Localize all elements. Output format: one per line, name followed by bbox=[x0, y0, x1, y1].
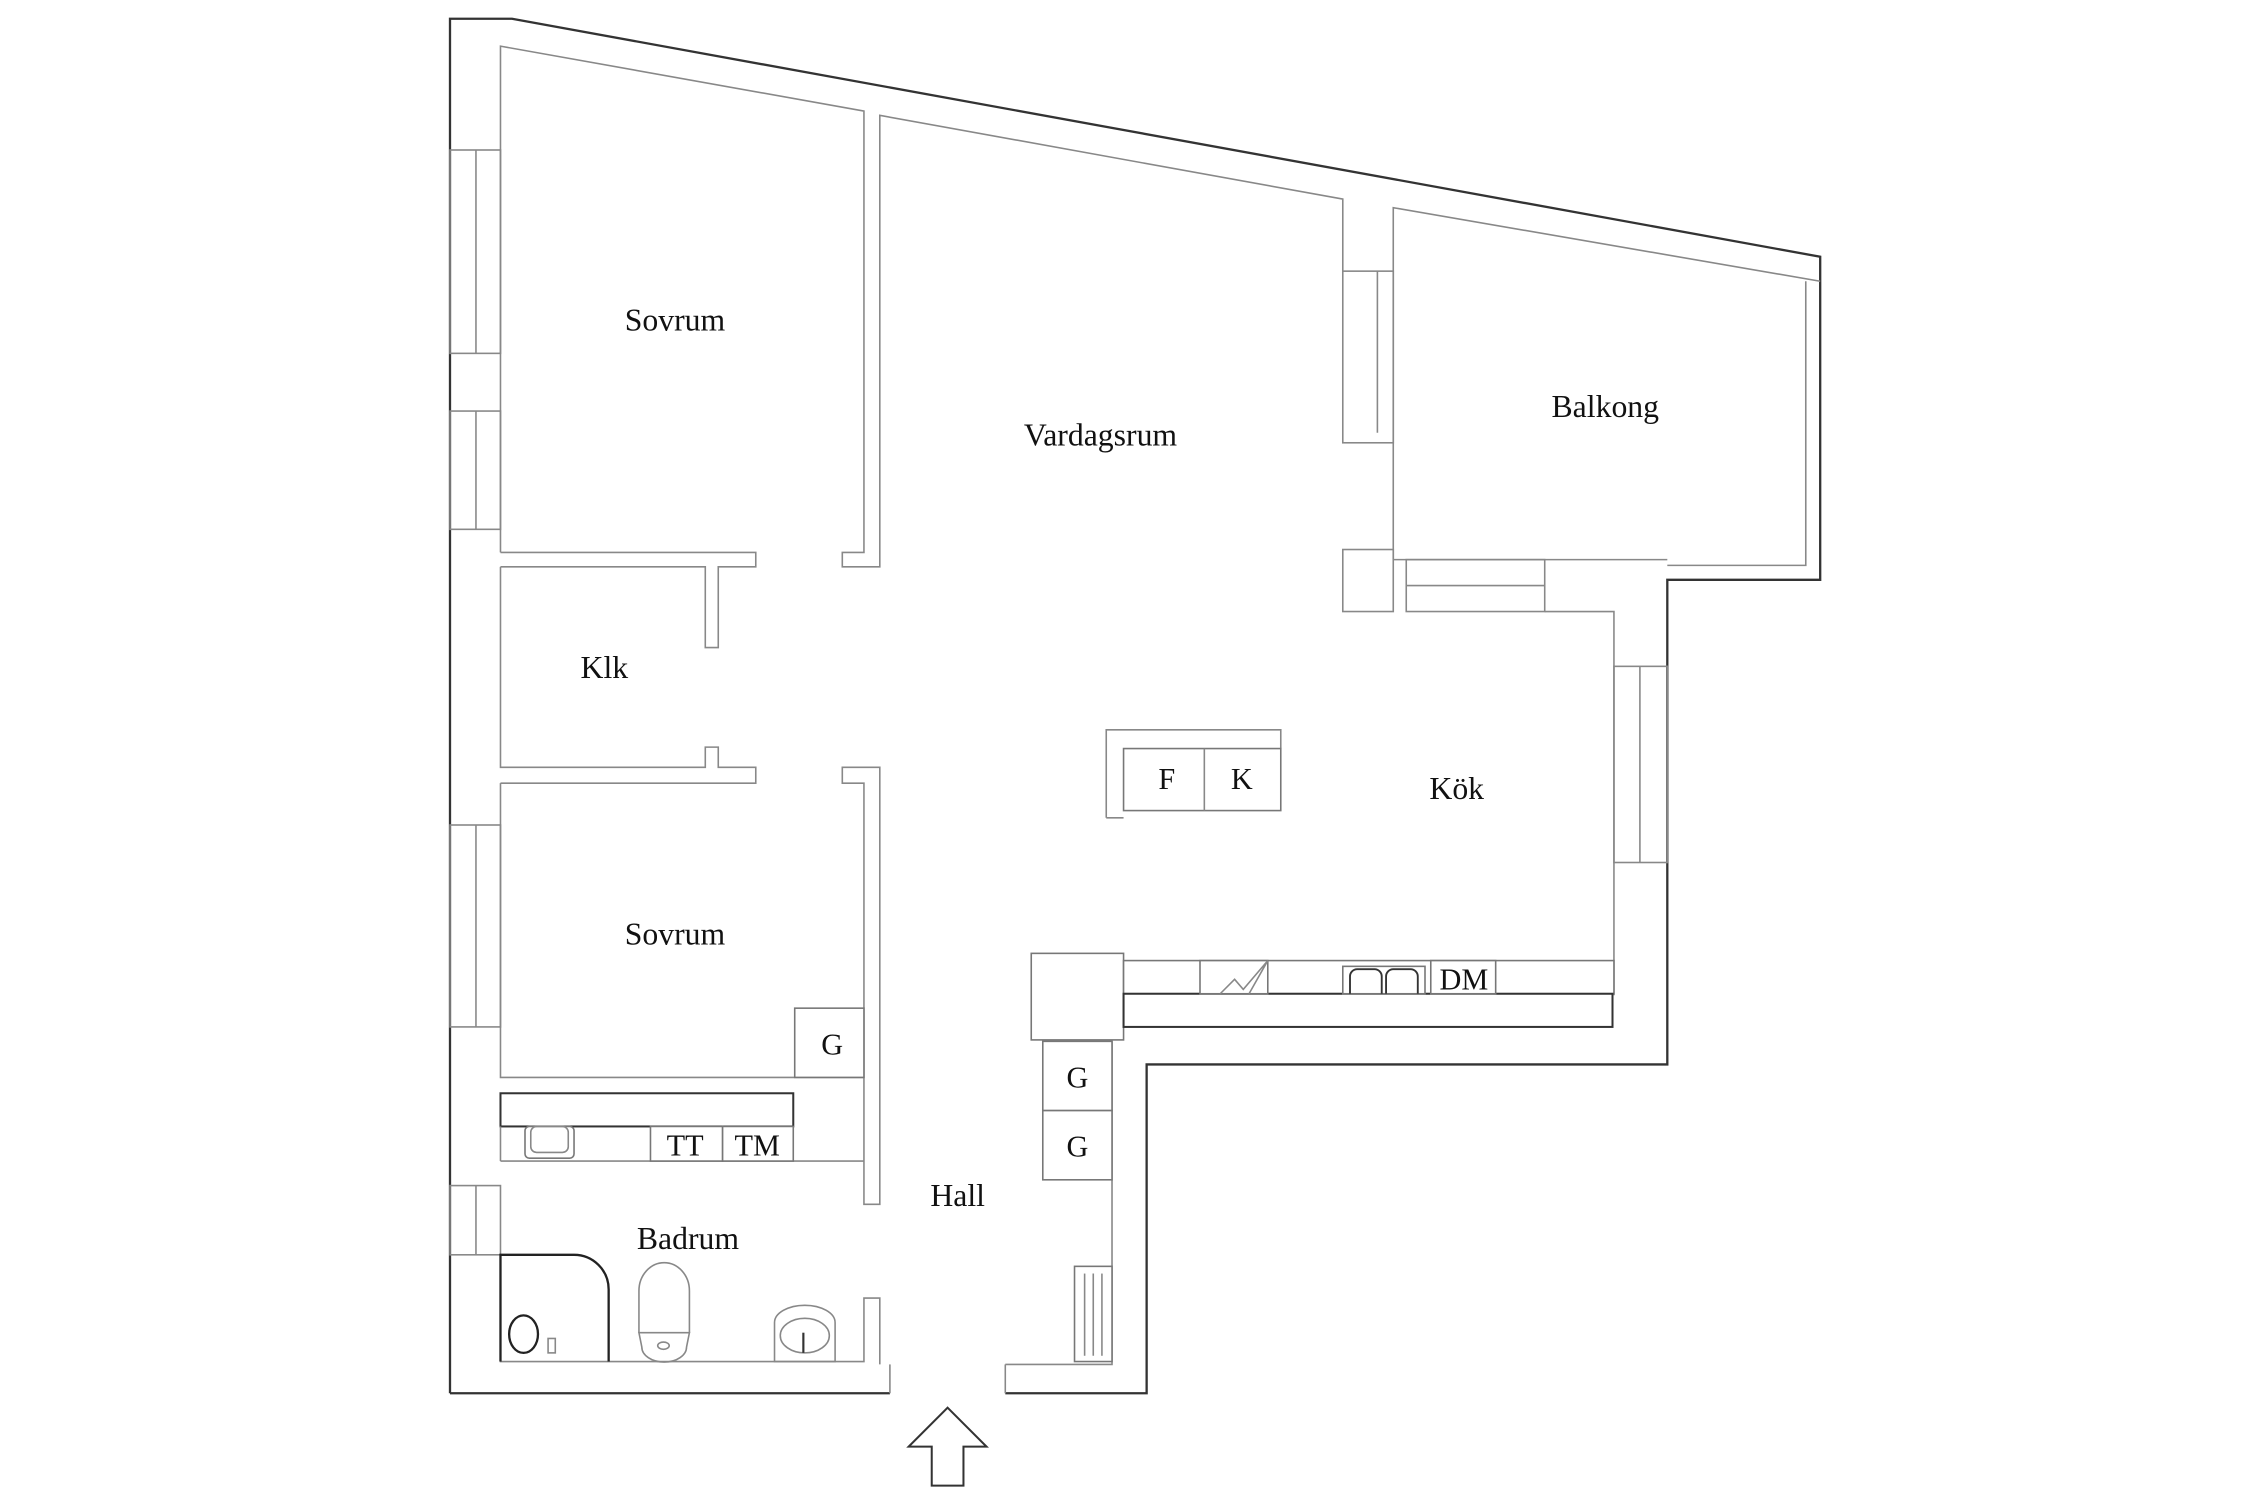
wardrobe-sovrum-label: G bbox=[821, 1027, 843, 1061]
room-label-balkong: Balkong bbox=[1552, 389, 1660, 424]
room-label-sovrum-2: Sovrum bbox=[625, 917, 726, 952]
outer-walls bbox=[448, 17, 1822, 1395]
freezer-label: K bbox=[1231, 762, 1253, 796]
kitchen-island bbox=[1105, 729, 1282, 819]
sink-icon bbox=[773, 1304, 836, 1363]
wardrobe-hall-2-label: G bbox=[1066, 1130, 1088, 1164]
room-label-klk: Klk bbox=[581, 650, 629, 685]
radiator bbox=[1073, 1265, 1113, 1363]
inner-walls bbox=[449, 45, 1821, 1366]
fridge-label: F bbox=[1158, 762, 1175, 796]
laundry-shelf bbox=[499, 1092, 795, 1162]
washer-label: TM bbox=[735, 1128, 780, 1162]
room-label-hall: Hall bbox=[930, 1178, 985, 1213]
kitchen-counter bbox=[1030, 952, 1615, 1041]
room-label-badrum: Badrum bbox=[637, 1221, 740, 1256]
toilet-icon bbox=[637, 1261, 691, 1363]
entrance-arrow-icon bbox=[906, 1406, 989, 1487]
dishwasher-label: DM bbox=[1440, 962, 1489, 996]
hall-wardrobe-2 bbox=[1041, 1109, 1113, 1181]
dryer-label: TT bbox=[667, 1128, 704, 1162]
hall-wardrobe-1 bbox=[1041, 1040, 1113, 1112]
room-label-kok: Kök bbox=[1429, 771, 1484, 806]
room-label-vardagsrum: Vardagsrum bbox=[1024, 418, 1178, 453]
shower bbox=[499, 1253, 610, 1362]
wardrobe-hall-1-label: G bbox=[1066, 1061, 1088, 1095]
room-label-sovrum-1: Sovrum bbox=[625, 302, 726, 337]
